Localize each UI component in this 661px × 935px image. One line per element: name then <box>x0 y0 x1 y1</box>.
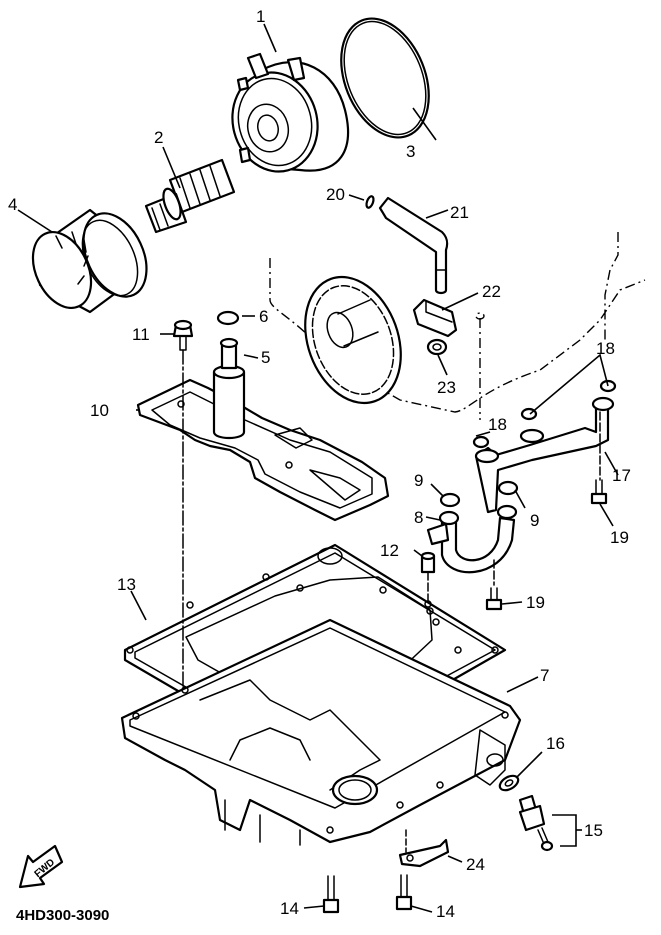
o-rings-9 <box>439 480 519 508</box>
callout-15: 15 <box>584 821 603 840</box>
oil-cooler <box>231 52 350 173</box>
o-rings-18 <box>472 379 617 449</box>
callout-3: 3 <box>406 142 415 161</box>
callout-20: 20 <box>326 185 345 204</box>
callout-19b: 19 <box>526 593 545 612</box>
callout-19a: 19 <box>610 528 629 547</box>
o-ring-6 <box>216 310 240 326</box>
oil-pipe-8 <box>426 504 518 586</box>
o-ring-large <box>340 17 430 139</box>
bolt-14-left <box>322 875 340 914</box>
pipe-21 <box>365 195 449 295</box>
callout-2: 2 <box>154 128 163 147</box>
crankcase-outline <box>269 232 646 420</box>
callout-22: 22 <box>482 282 501 301</box>
callout-9a: 9 <box>414 471 423 490</box>
washer-23 <box>426 338 448 356</box>
callout-11: 11 <box>132 325 150 344</box>
callout-9b: 9 <box>530 511 539 530</box>
oil-pan <box>120 618 522 846</box>
callout-21: 21 <box>450 203 469 222</box>
bolt-11 <box>172 319 194 701</box>
callout-17: 17 <box>612 466 631 485</box>
bolt-19-lower <box>485 587 503 611</box>
bolt-14-right <box>395 874 413 911</box>
oil-filter <box>31 208 148 314</box>
union-bolt <box>144 158 236 234</box>
strainer-pipe <box>212 337 246 440</box>
callout-7: 7 <box>540 666 549 685</box>
callout-8: 8 <box>414 508 423 527</box>
callout-10: 10 <box>90 401 109 420</box>
callout-labels: 1 2 3 4 5 6 7 8 9 9 10 11 12 13 14 14 15… <box>8 7 631 921</box>
oil-delivery-pipe <box>474 396 615 514</box>
callout-18a: 18 <box>488 415 507 434</box>
drawing-code: 4HD300-3090 <box>16 907 109 924</box>
leader-lines <box>17 23 619 913</box>
dowel-12 <box>420 551 436 608</box>
clamp-24 <box>398 829 450 868</box>
callout-18b: 18 <box>596 339 615 358</box>
callout-5: 5 <box>261 348 270 367</box>
callout-14b: 14 <box>436 902 455 921</box>
oil-strainer <box>136 378 390 522</box>
callout-14a: 14 <box>280 899 299 918</box>
forward-arrow-icon: FWD <box>18 844 64 889</box>
callout-16: 16 <box>546 734 565 753</box>
damper-22 <box>412 298 458 338</box>
callout-4: 4 <box>8 195 17 214</box>
callout-1: 1 <box>256 7 265 26</box>
callout-6: 6 <box>259 307 268 326</box>
bolt-19-upper <box>590 479 608 505</box>
drain-bolt-15 <box>518 794 554 852</box>
callout-12: 12 <box>380 541 399 560</box>
callout-24: 24 <box>466 855 485 874</box>
gasket-16 <box>498 774 520 792</box>
callout-23: 23 <box>437 378 456 397</box>
callout-13: 13 <box>117 575 136 594</box>
crankcase-boss <box>304 275 402 405</box>
